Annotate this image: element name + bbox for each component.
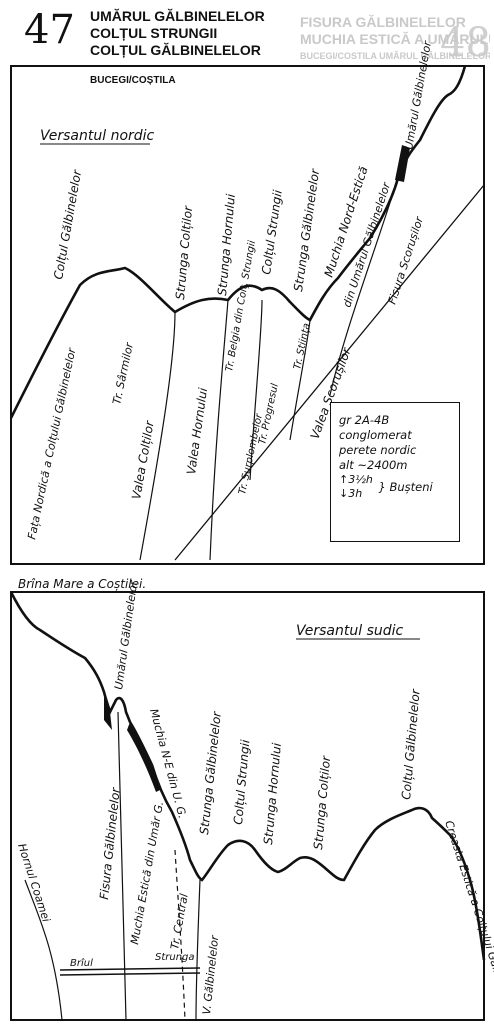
north-gully-line: [329, 177, 399, 396]
south-label: Colțul Strungii: [231, 738, 252, 825]
south-brana-ledge: [59, 972, 201, 976]
title-line: COLȚUL STRUNGII: [90, 25, 218, 41]
north-frame: [10, 65, 485, 565]
north-label: Colțul Gălbinelelor: [51, 168, 84, 281]
south-shadow-strip: [127, 722, 160, 792]
south-brana-title: Brîna Mare a Coștilei.: [18, 577, 146, 591]
north-label: Colțul Strungii: [259, 188, 285, 275]
south-label: V. Gălbinelelor: [200, 933, 221, 1015]
south-label: Creasta Estică a Colțului Gălbinelelor: [442, 819, 494, 1019]
south-label: Strunga Colților: [311, 754, 333, 850]
south-gully-line: [195, 879, 201, 1021]
north-shadow-strip: [395, 145, 410, 182]
south-frame: [10, 591, 485, 1021]
north-label: Strunga Gălbinelelor: [291, 167, 322, 292]
north-gully-diagonal: [174, 184, 485, 561]
legend-grade: gr 2A-4B: [339, 413, 390, 427]
page-number: 47: [24, 7, 75, 53]
south-gully-line: [174, 849, 186, 1021]
south-label: Tr. Central: [168, 893, 191, 951]
south-gully-line: [24, 879, 63, 1021]
north-side-title: Versantul nordic: [40, 128, 155, 144]
north-ridge: [9, 65, 467, 419]
north-label: Tr. Sârmilor: [110, 340, 136, 405]
south-label: Umărul Gălbinelelor: [112, 578, 140, 690]
legend-altitude: alt ~2400m: [339, 458, 408, 472]
ghost-bleed-text: FISURA GĂLBINELELOR MUCHIA ESTICĂ A UMĂR…: [300, 14, 490, 61]
south-label: Strunga Gălbinelelor: [197, 710, 224, 835]
title-line: COLȚUL GĂLBINELELOR: [90, 42, 261, 58]
north-label: Strunga Colților: [173, 204, 195, 300]
legend-times: ↑3½h ↓3h } Bușteni: [339, 473, 433, 500]
south-brana-ledge: [59, 967, 201, 971]
legend-time-up: ↑3½h: [339, 473, 373, 486]
north-label: Umărul Gălbinelelor: [402, 39, 434, 151]
north-label: Tr. Știința: [292, 322, 313, 370]
legend-rock: conglomerat: [339, 428, 412, 442]
location-label: BUCEGI/COȘTILA: [90, 75, 176, 86]
north-label: Valea Hornului: [184, 386, 210, 475]
south-label: Muchia Estică din Umăr G.: [128, 800, 166, 945]
south-label: Strunga: [155, 952, 195, 963]
north-gully-line: [209, 299, 229, 561]
north-gully-line: [139, 311, 176, 561]
route-titles: UMĂRUL GĂLBINELELOR COLȚUL STRUNGII COLȚ…: [90, 8, 265, 59]
south-side-title: Versantul sudic: [296, 623, 404, 639]
title-line: UMĂRUL GĂLBINELELOR: [90, 8, 265, 24]
legend-time-down: ↓3h: [339, 487, 363, 500]
north-label: Strunga Hornului: [215, 193, 238, 297]
legend-start-point: Bușteni: [389, 480, 433, 494]
legend-face: perete nordic: [339, 443, 417, 457]
south-label: Colțul Gălbinelelor: [399, 688, 423, 801]
south-label: Fisura Gălbinelelor: [97, 786, 123, 900]
south-label: Brîul: [70, 957, 93, 969]
route-legend-box: gr 2A-4B conglomerat perete nordic alt ~…: [330, 402, 460, 542]
north-label: Fisura Scorușilor: [385, 214, 426, 306]
north-gully-line: [249, 299, 263, 481]
ghost-page-number: 48: [440, 20, 491, 66]
south-label: Strunga Hornului: [261, 742, 284, 846]
south-shadow-strip: [104, 692, 112, 730]
south-gully-line: [117, 711, 127, 1021]
south-label: Hornul Coamei: [15, 842, 53, 924]
north-gully-line: [289, 319, 311, 441]
